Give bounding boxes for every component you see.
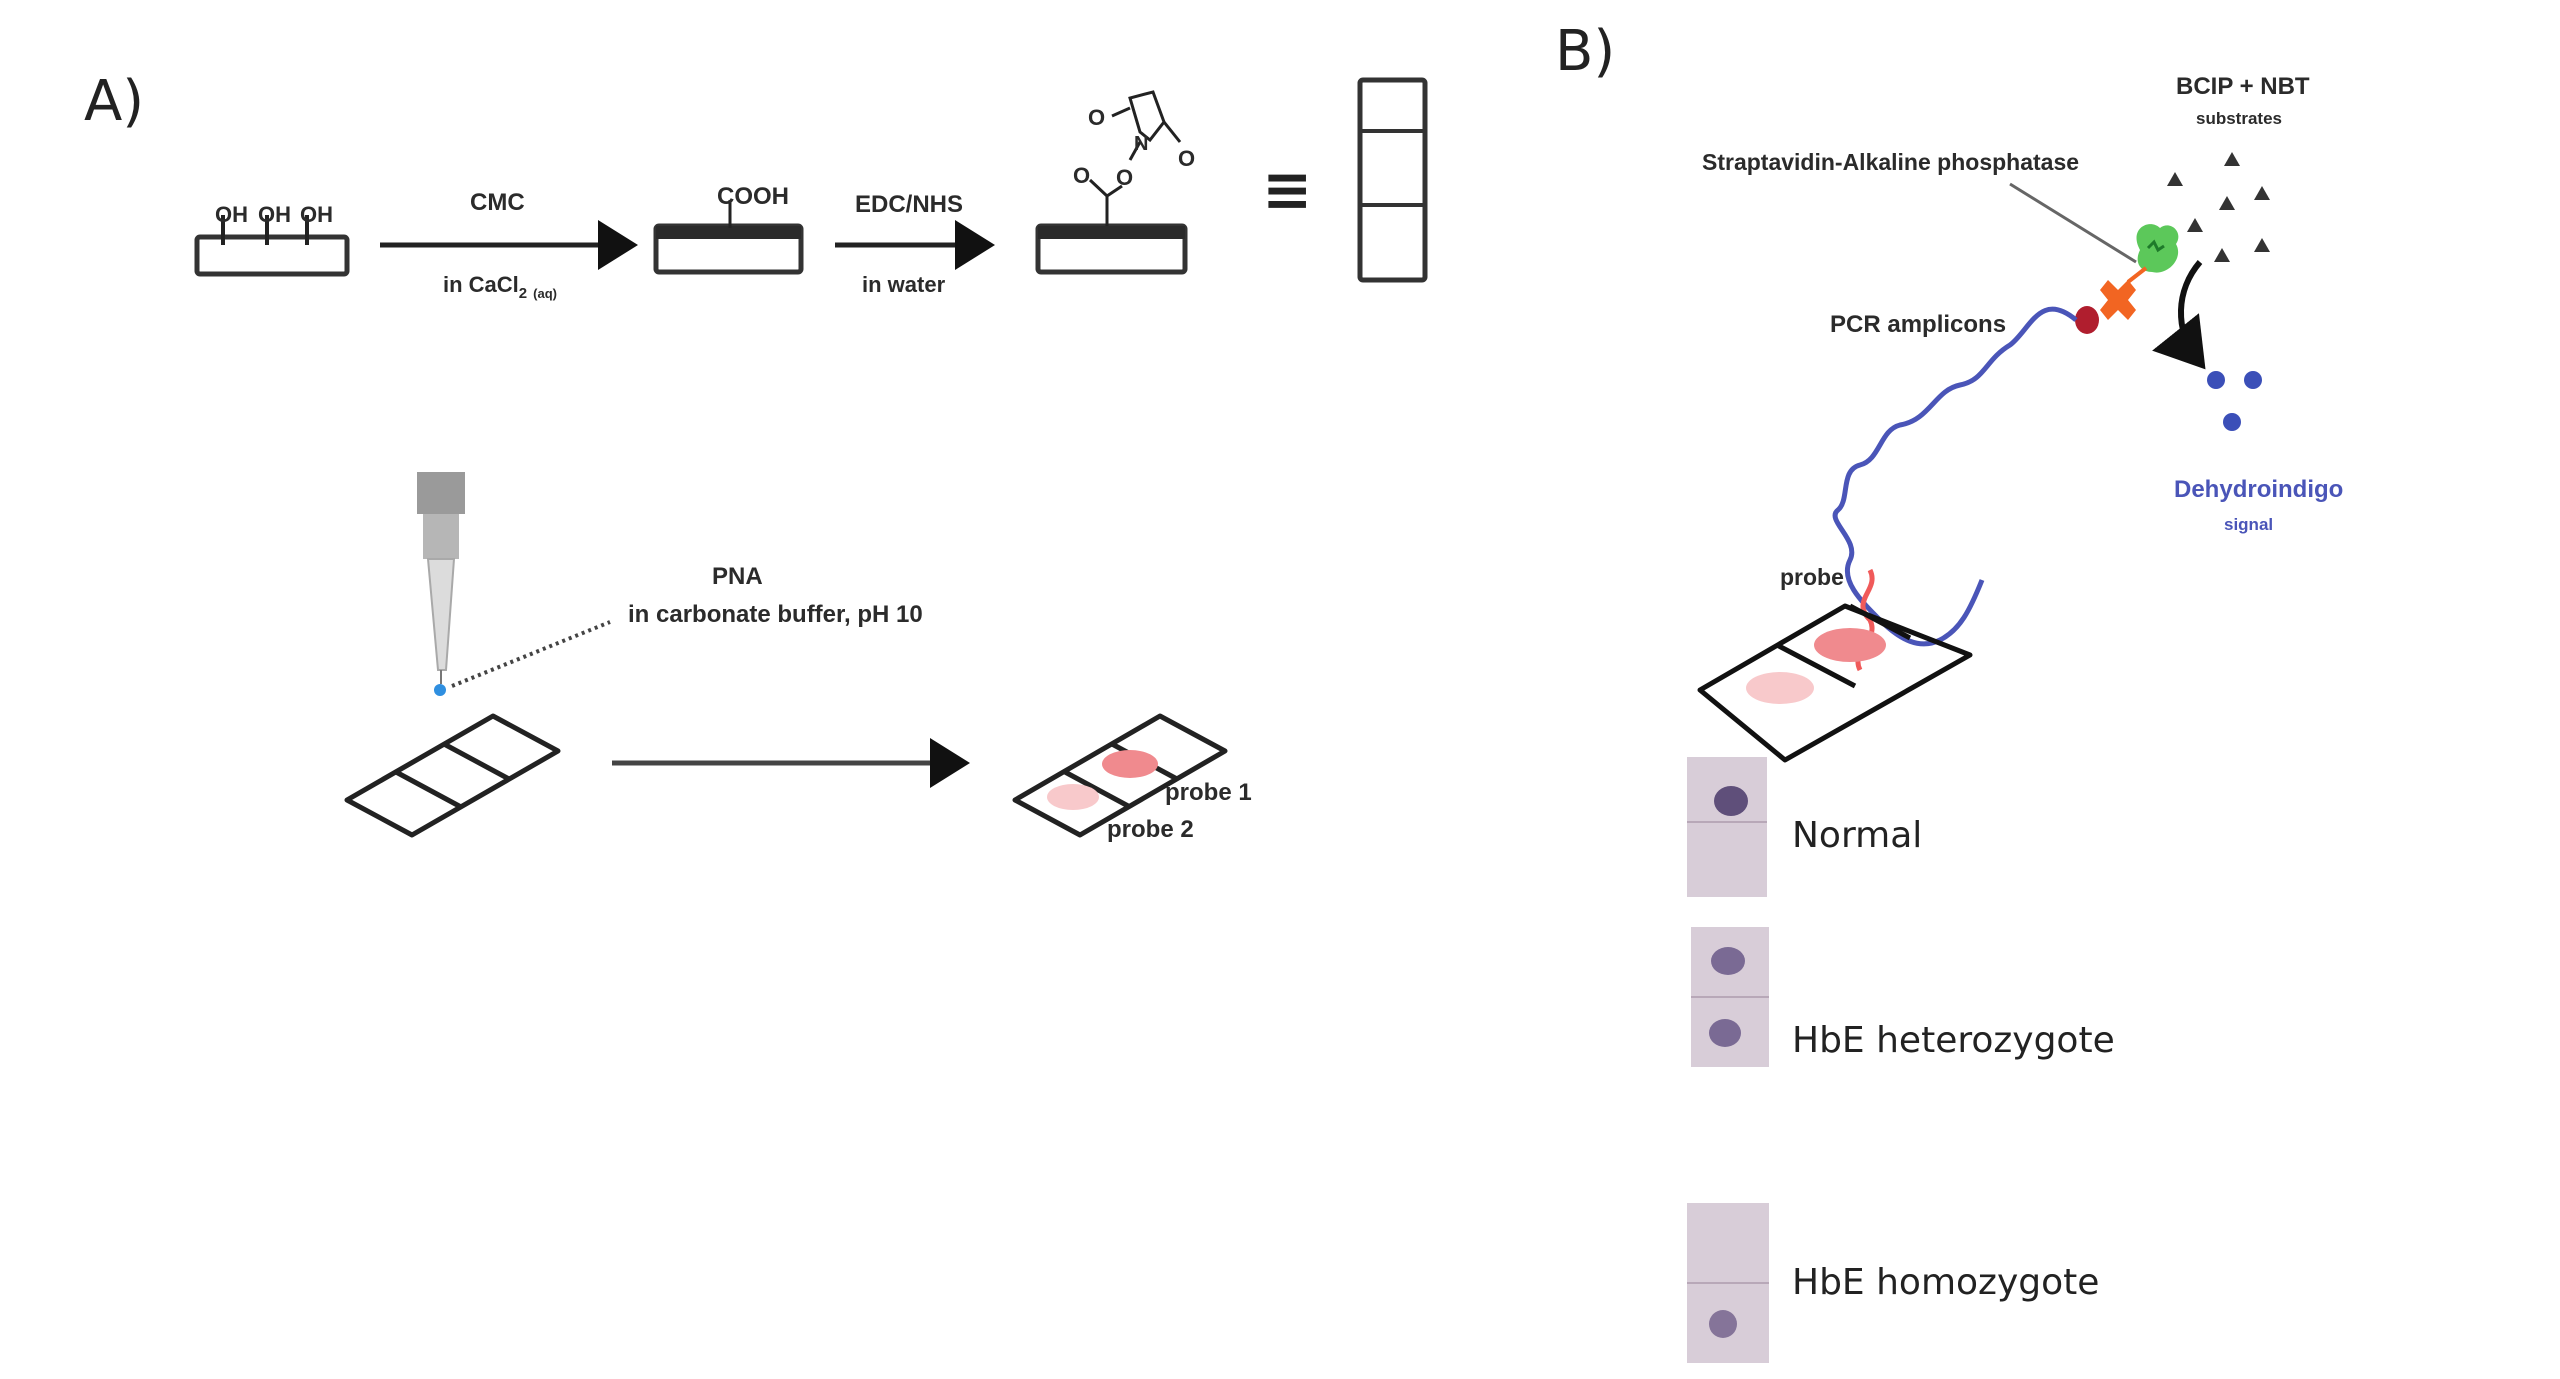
dehydroindigo-dots	[2207, 371, 2262, 431]
isometric-strip-empty	[344, 713, 561, 838]
in-water-label: in water	[862, 272, 946, 297]
isometric-strip-hybridized	[1697, 603, 1973, 763]
amplicon-label: PCR amplicons	[1830, 311, 2006, 338]
pna-label: PNA	[712, 563, 763, 590]
result-hbe-homozygote: HbE homozygote	[1687, 1203, 2099, 1363]
substrates-subtitle: substrates	[2196, 109, 2282, 128]
oh-group-3: OH	[300, 202, 333, 227]
cellulose-membrane-oh: OH OH OH	[194, 202, 350, 277]
result-hbe-heterozygote: HbE heterozygote	[1691, 927, 2115, 1067]
dot-probe-1	[1711, 947, 1745, 975]
panel-b-label: B)	[1555, 19, 1615, 84]
probe-2-spot-b	[1746, 672, 1814, 704]
enzyme-leader-line	[2009, 182, 2137, 264]
conversion-arrow	[2152, 260, 2206, 370]
genotype-label: Normal	[1792, 815, 1922, 856]
edc-nhs-label: EDC/NHS	[855, 191, 963, 218]
oh-group-1: OH	[215, 202, 248, 227]
substrate-molecules	[2167, 152, 2270, 262]
aq-label: (aq)	[533, 286, 557, 301]
three-cell-strip-vertical	[1357, 77, 1428, 283]
oh-group-2: OH	[258, 202, 291, 227]
dot-probe-2	[1709, 1019, 1741, 1047]
isometric-strip-probes	[1012, 713, 1228, 838]
atom-o-left: O	[1088, 105, 1105, 130]
carboxyl-membrane: COOH	[653, 183, 804, 275]
product-subtitle: signal	[2224, 515, 2273, 534]
product-title: Dehydroindigo	[2174, 476, 2343, 503]
substrates-title: BCIP + NBT	[2176, 73, 2310, 100]
enzyme-label: Straptavidin-Alkaline phosphatase	[1702, 149, 2079, 175]
cacl-label: in CaCl	[443, 272, 519, 297]
cacl-subscript: 2	[519, 285, 527, 302]
atom-o-right: O	[1178, 146, 1195, 171]
membrane-strip	[1687, 757, 1767, 897]
probe-1-spot-b	[1814, 628, 1886, 662]
dot-probe-1	[1714, 786, 1748, 816]
pna-droplet	[434, 684, 446, 696]
probe-1-spot	[1102, 750, 1158, 778]
pipette-tip-icon	[417, 472, 611, 696]
probe-2-spot	[1047, 784, 1099, 810]
reaction-arrow-edc-nhs: EDC/NHS in water	[835, 191, 995, 297]
probe-2-label: probe 2	[1107, 816, 1194, 843]
panel-a-label: A)	[84, 69, 144, 134]
equivalence-symbol: ≡	[1262, 155, 1312, 225]
carbonate-buffer-label: in carbonate buffer, pH 10	[628, 601, 923, 628]
nhs-ester-membrane: O N O O O	[1035, 90, 1195, 275]
atom-n: N	[1134, 133, 1148, 155]
probe-label-b: probe	[1780, 564, 1844, 590]
biotin-icon	[2075, 306, 2099, 334]
svg-text:in CaCl2(aq): in CaCl2 (aq)	[443, 272, 557, 302]
cooh-label: COOH	[717, 183, 789, 210]
reaction-arrow-cmc: CMC in CaCl2 (aq)	[380, 189, 638, 302]
result-normal: Normal	[1687, 757, 1922, 897]
genotype-label: HbE homozygote	[1792, 1262, 2099, 1303]
streptavidin-icon	[2100, 266, 2148, 320]
pcr-amplicon-strand	[1832, 306, 2078, 647]
probe-1-label: probe 1	[1165, 779, 1252, 806]
atom-o-carbonyl: O	[1073, 163, 1090, 188]
dot-probe-2	[1709, 1310, 1737, 1338]
alkaline-phosphatase-icon	[2136, 224, 2179, 273]
genotype-label: HbE heterozygote	[1792, 1020, 2115, 1061]
cmc-label: CMC	[470, 189, 525, 216]
atom-o-link: O	[1116, 165, 1133, 190]
